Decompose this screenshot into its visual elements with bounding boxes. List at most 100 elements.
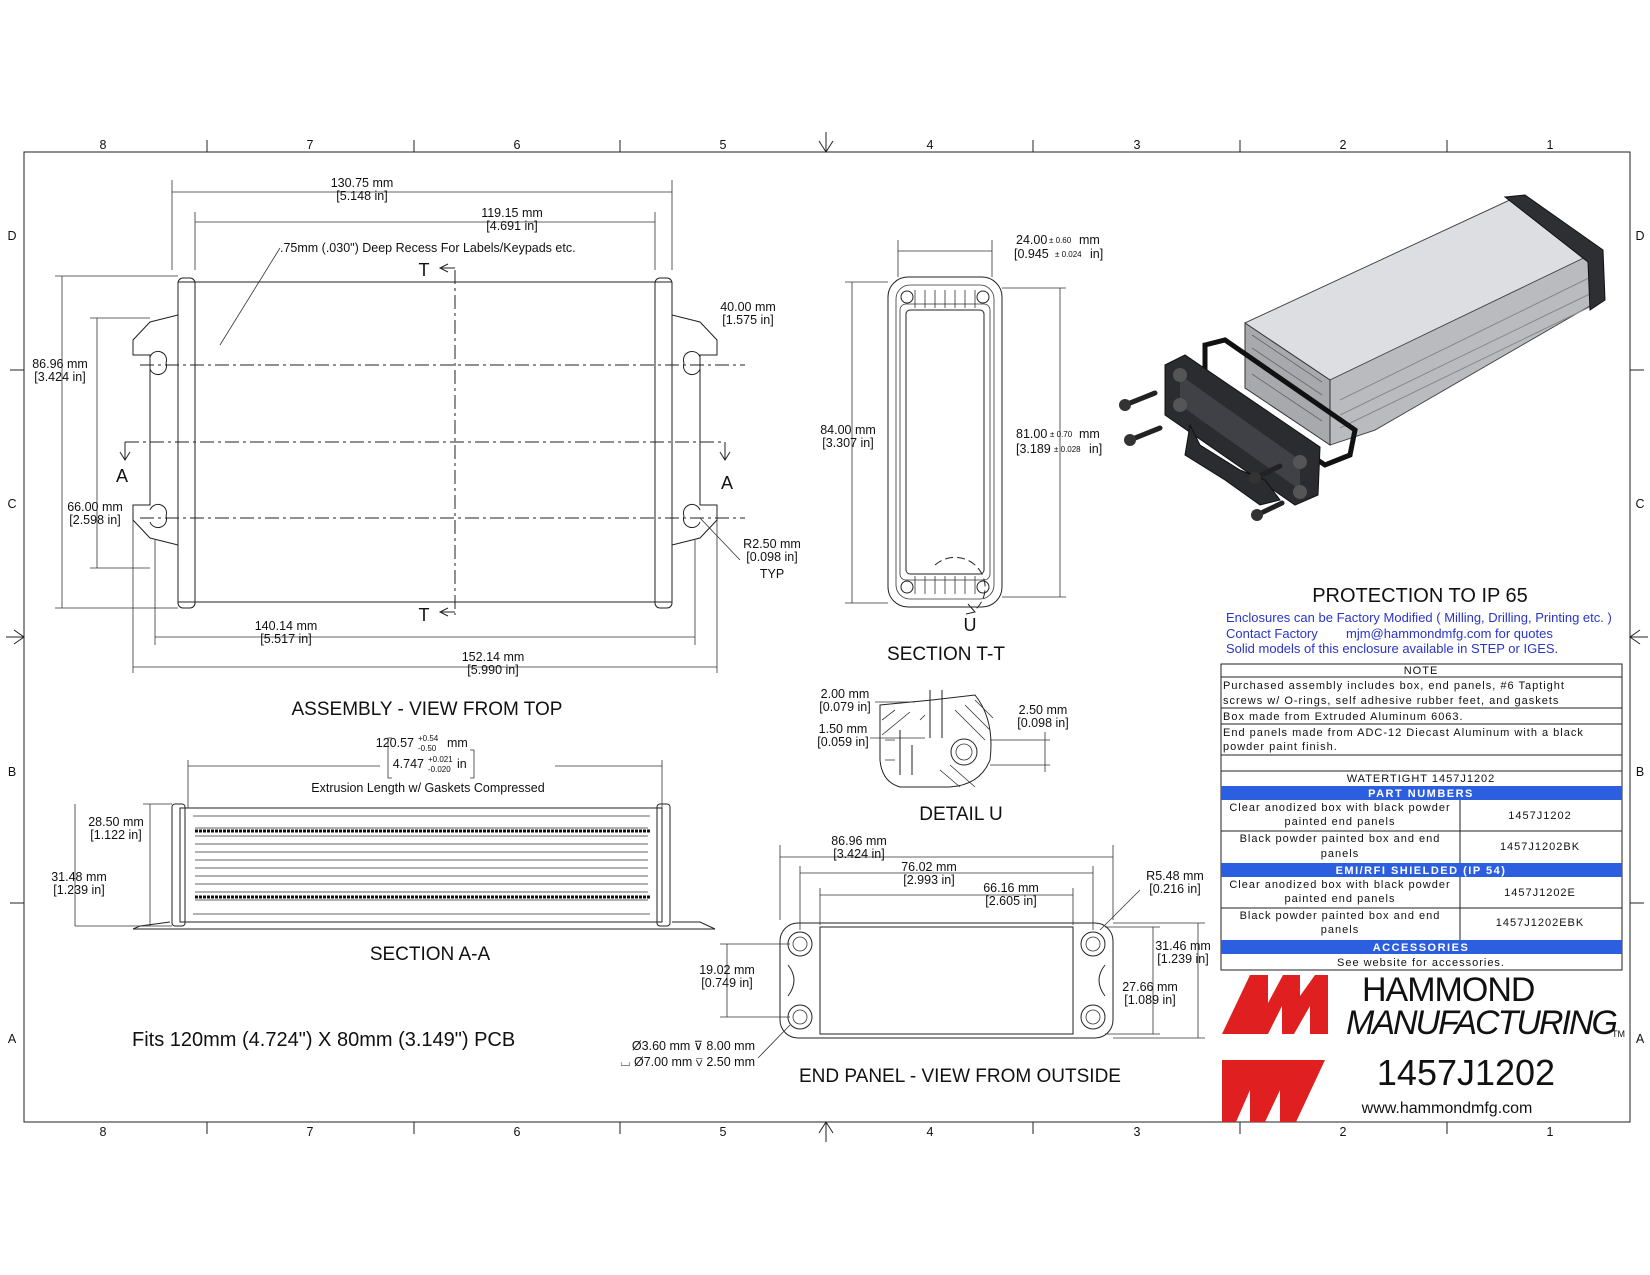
end-dim-1902-in: [0.749 in] <box>701 976 752 990</box>
dim-2-mm: 2.00 mm <box>821 687 870 701</box>
hole-callout-2: ⌴ Ø7.00 mm ⊽ 2.50 mm <box>621 1055 755 1069</box>
dim-66-mm: 66.00 mm <box>67 500 123 514</box>
left-end-panel <box>177 277 196 609</box>
brand-name-line2: MANUFACTURING <box>1346 1004 1616 1042</box>
dim-84-mm: 84.00 mm <box>820 423 876 437</box>
dim-130-mm: 130.75 mm <box>331 176 394 190</box>
dim-4747-minus: -0.020 <box>428 765 451 774</box>
end-dim-6616-mm: 66.16 mm <box>983 881 1039 895</box>
row3-part-number: 1457J1202E <box>1504 887 1576 899</box>
section-aa-title: SECTION A-A <box>370 944 491 965</box>
dim-8696-in: [3.424 in] <box>34 370 85 384</box>
protection-rating: PROTECTION TO IP 65 <box>1312 585 1528 607</box>
note-3b: powder paint finish. <box>1223 741 1338 753</box>
assembly-top-view: A A T T .75mm (.030") Deep Recess For La… <box>32 176 801 720</box>
dim-4747: 4.747 <box>393 757 424 771</box>
dim-40-in: [1.575 in] <box>722 313 773 327</box>
dim-15-mm: 1.50 mm <box>819 722 868 736</box>
contact-factory-label: Contact Factory <box>1226 626 1318 641</box>
end-panel-view: 86.96 mm [3.424 in] 76.02 mm [2.993 in] … <box>621 834 1211 1087</box>
row3-desc-a: Clear anodized box with black powder <box>1229 879 1450 891</box>
zone-markers <box>6 132 1648 1142</box>
zone-row-a: A <box>8 1032 17 1046</box>
dim-119-mm: 119.15 mm <box>481 206 543 220</box>
dim-15-in: [0.059 in] <box>817 735 868 749</box>
note-header: NOTE <box>1404 665 1439 677</box>
row1-desc-a: Clear anodized box with black powder <box>1229 802 1450 814</box>
extrusion-fins <box>195 827 648 901</box>
note-2: Box made from Extruded Aluminum 6063. <box>1223 711 1464 723</box>
part-numbers-bar <box>1221 786 1622 800</box>
zone-col-1: 1 <box>1547 138 1554 152</box>
zone-col-3b: 3 <box>1134 1125 1141 1139</box>
zone-row-c: C <box>7 497 16 511</box>
dim-24-unit: mm <box>1079 233 1100 247</box>
end-dim-1902-mm: 19.02 mm <box>699 963 755 977</box>
note-1a: Purchased assembly includes box, end pan… <box>1223 680 1565 692</box>
dim-81-mm: 81.00 <box>1016 427 1047 441</box>
end-panel-outline <box>779 922 1114 1039</box>
left-mount-flange <box>132 314 179 546</box>
tt-inner-cavity <box>905 309 985 575</box>
right-mount-flange <box>671 314 718 546</box>
right-end-panel <box>654 277 673 609</box>
row2-desc-a: Black powder painted box and end <box>1240 833 1441 845</box>
row2-desc-b: panels <box>1321 848 1359 860</box>
dim-4747-unit: in <box>457 757 467 771</box>
detail-u-outline <box>879 694 992 788</box>
hammond-logo <box>1222 975 1328 1122</box>
dim-25-in: [0.098 in] <box>1017 716 1068 730</box>
end-dim-8696-in: [3.424 in] <box>833 847 884 861</box>
zone-row-d: D <box>7 229 16 243</box>
dim-81-in-tol: ± 0.028 <box>1054 445 1081 454</box>
zone-col-1b: 1 <box>1547 1125 1554 1139</box>
accessories-header: ACCESSORIES <box>1373 942 1470 954</box>
dim-119-in: [4.691 in] <box>486 219 537 233</box>
extrusion-outline <box>179 807 663 923</box>
end-panel-title: END PANEL - VIEW FROM OUTSIDE <box>799 1066 1121 1087</box>
zone-row-a-right: A <box>1636 1032 1645 1046</box>
zone-col-3: 3 <box>1134 138 1141 152</box>
end-dim-6616-in: [2.605 in] <box>985 894 1036 908</box>
dim-24-mm: 24.00 <box>1016 233 1047 247</box>
end-dim-3146-mm: 31.46 mm <box>1155 939 1211 953</box>
end-dim-8696-mm: 86.96 mm <box>831 834 887 848</box>
row4-part-number: 1457J1202EBK <box>1496 917 1584 929</box>
recess-note: .75mm (.030") Deep Recess For Labels/Key… <box>280 241 576 255</box>
end-dim-7602-in: [2.993 in] <box>903 873 954 887</box>
dim-140-mm: 140.14 mm <box>255 619 318 633</box>
row2-part-number: 1457J1202BK <box>1500 841 1580 853</box>
section-t-top-label: T <box>419 260 430 280</box>
section-t-bottom-label: T <box>419 605 430 625</box>
part-numbers-header: PART NUMBERS <box>1368 788 1474 800</box>
end-panel-recess <box>819 926 1074 1035</box>
dim-120-unit: mm <box>447 736 468 750</box>
zone-labels-bottom: 8 7 6 5 4 3 2 1 <box>100 1125 1554 1139</box>
row3-desc-b: painted end panels <box>1285 893 1396 905</box>
detail-u-marker: U <box>964 615 977 635</box>
emi-header: EMI/RFI SHIELDED (IP 54) <box>1336 865 1507 877</box>
section-tt-title: SECTION T-T <box>887 644 1005 665</box>
zone-row-b-right: B <box>1636 765 1644 779</box>
tt-outer-profile <box>887 276 1003 608</box>
zone-col-2: 2 <box>1340 138 1347 152</box>
assembly-view-title: ASSEMBLY - VIEW FROM TOP <box>292 699 563 720</box>
dim-24-in-tol: ± 0.024 <box>1055 250 1082 259</box>
accessories-bar <box>1221 940 1622 954</box>
zone-col-8b: 8 <box>100 1125 107 1139</box>
brand-name-line1: HAMMOND <box>1362 971 1534 1009</box>
dim-r25-mm: R2.50 mm <box>743 537 801 551</box>
hole-callout-1: Ø3.60 mm ⊽ 8.00 mm <box>632 1039 755 1053</box>
brand-trademark: TM <box>1612 1029 1625 1039</box>
end-dim-r548-mm: R5.48 mm <box>1146 869 1204 883</box>
dim-66-in: [2.598 in] <box>69 513 120 527</box>
dim-120-plus: +0.54 <box>418 734 439 743</box>
dim-4747-plus: +0.021 <box>428 755 453 764</box>
accessories-note: See website for accessories. <box>1337 957 1505 969</box>
dim-25-mm: 2.50 mm <box>1019 703 1068 717</box>
brand-url: www.hammondmfg.com <box>1361 1100 1533 1117</box>
dim-81-tol: ± 0.70 <box>1050 430 1073 439</box>
dim-3148-mm: 31.48 mm <box>51 870 107 884</box>
zone-col-8: 8 <box>100 138 107 152</box>
row1-desc-b: painted end panels <box>1285 816 1396 828</box>
